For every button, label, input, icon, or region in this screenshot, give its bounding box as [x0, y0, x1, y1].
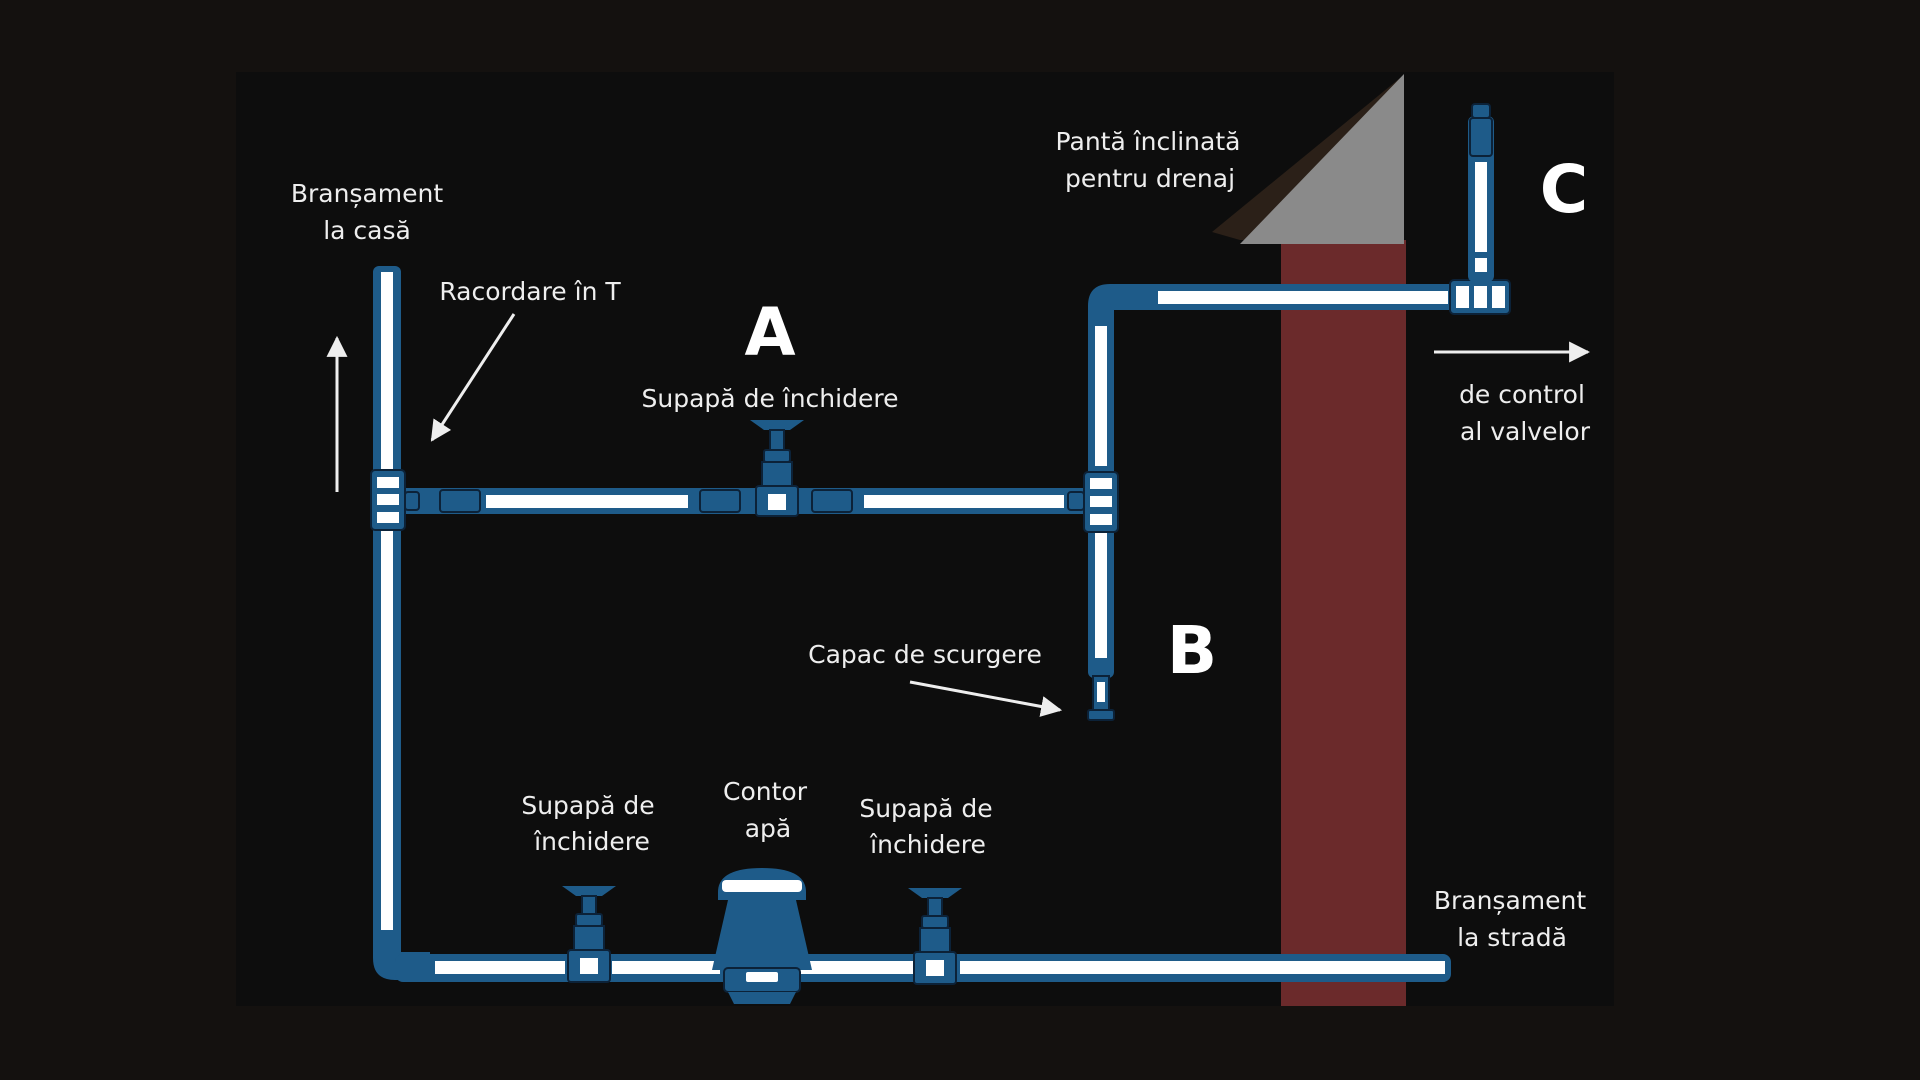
label-valve-control: de control al valvelor [1459, 380, 1591, 446]
tee-fitting-icon [1449, 279, 1511, 315]
water-meter-icon [712, 868, 812, 1004]
svg-text:al valvelor: al valvelor [1460, 417, 1591, 446]
svg-text:închidere: închidere [869, 830, 986, 859]
marker-a: A [744, 294, 795, 371]
label-shutoff-left: Supapă de închidere [521, 791, 654, 856]
svg-text:de control: de control [1459, 380, 1585, 409]
svg-text:închidere: închidere [533, 827, 650, 856]
svg-text:la stradă: la stradă [1457, 923, 1567, 952]
shutoff-valve-icon [750, 420, 804, 517]
pipe-left-vertical [373, 266, 401, 961]
pipe-middle-horizontal [400, 488, 1090, 514]
tee-pointer-arrow [430, 313, 516, 442]
diagram-panel [236, 72, 1614, 1006]
label-tee-fitting: Racordare în T [439, 277, 621, 306]
svg-text:apă: apă [745, 814, 792, 843]
marker-b: B [1167, 612, 1217, 689]
svg-text:Contor: Contor [723, 777, 808, 806]
tee-fitting-icon [370, 469, 420, 531]
svg-text:la casă: la casă [323, 216, 411, 245]
shutoff-valve-icon [908, 888, 962, 985]
pipe-upper-horizontal [1110, 284, 1460, 310]
svg-text:pentru drenaj: pentru drenaj [1065, 164, 1235, 193]
drain-pointer-arrow [909, 680, 1063, 717]
label-house-connection: Branșament la casă [291, 179, 444, 245]
svg-text:Branșament: Branșament [1434, 886, 1587, 915]
label-street-connection: Branșament la stradă [1434, 886, 1587, 952]
svg-text:Branșament: Branșament [291, 179, 444, 208]
label-water-meter: Contor apă [723, 777, 808, 843]
marker-c: C [1540, 151, 1588, 228]
drain-cap-icon [1087, 675, 1115, 721]
label-drain-cap: Capac de scurgere [808, 640, 1042, 669]
label-shutoff-top: Supapă de închidere [642, 384, 899, 413]
svg-text:Supapă de: Supapă de [521, 791, 654, 820]
shutoff-valve-icon [562, 886, 616, 983]
sloped-drain-triangle [1212, 74, 1404, 244]
label-shutoff-right: Supapă de închidere [859, 794, 992, 859]
tee-fitting-icon [1067, 471, 1119, 533]
label-sloped-drain: Pantă înclinată pentru drenaj [1056, 127, 1241, 193]
wall [1281, 240, 1406, 1006]
svg-text:Supapă de: Supapă de [859, 794, 992, 823]
pipe-c-vertical [1468, 103, 1494, 282]
svg-text:Pantă înclinată: Pantă înclinată [1056, 127, 1241, 156]
